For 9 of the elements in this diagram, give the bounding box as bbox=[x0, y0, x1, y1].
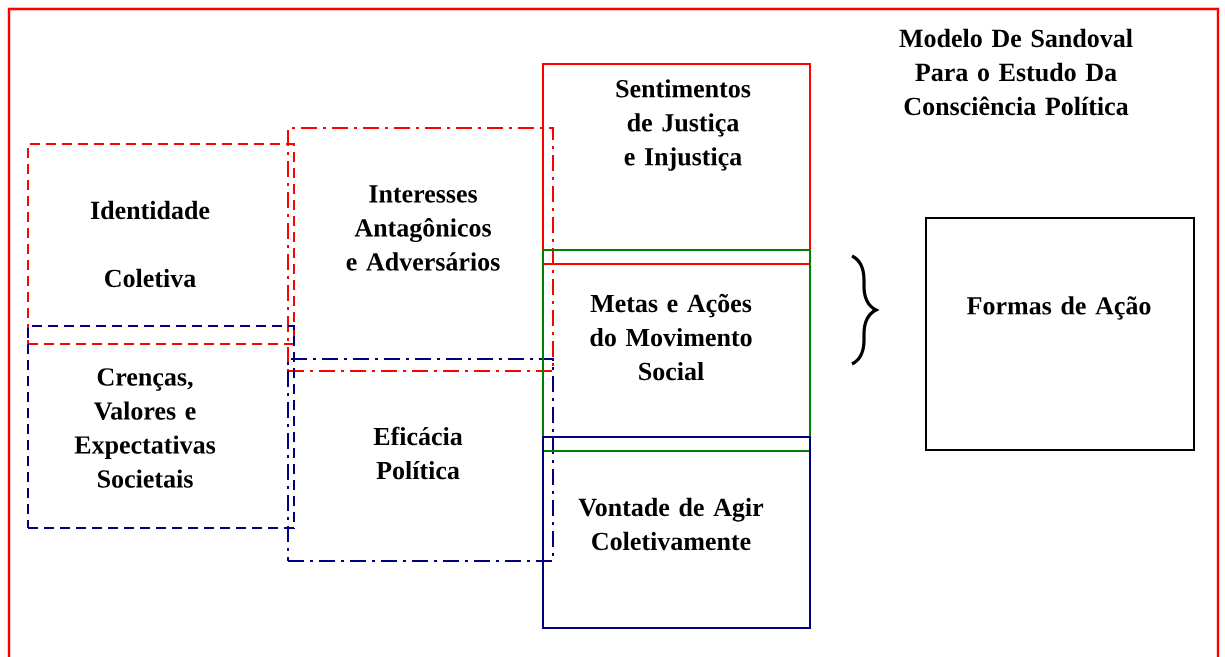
text-box: Crenças, Valores e Expectativas Societais bbox=[27, 325, 295, 529]
text-box: Sentimentos de Justiça e Injustiça bbox=[542, 63, 811, 265]
text-box: Metas e Ações do Movimento Social bbox=[542, 249, 811, 452]
text-box: Formas de Ação bbox=[925, 217, 1195, 451]
text-box: Eficácia Política bbox=[287, 358, 554, 562]
text-box: Interesses Antagônicos e Adversários bbox=[287, 127, 554, 372]
text-box: Vontade de Agir Coletivamente bbox=[542, 436, 811, 629]
title: Modelo De Sandoval Para o Estudo Da Consciência Política bbox=[899, 28, 1133, 116]
text-box: Identidade Coletiva bbox=[27, 143, 295, 345]
